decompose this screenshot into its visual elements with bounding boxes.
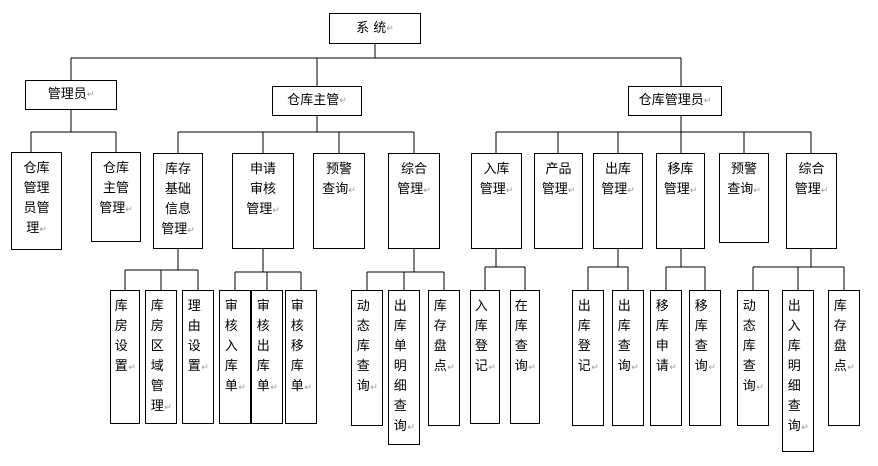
- node-audit-move: 审核移库单↵: [285, 290, 317, 424]
- node-audit-out: 审核出库单↵: [251, 290, 283, 424]
- node-stock-info-mgmt: 库存 基础 信息 管理↵: [153, 153, 203, 249]
- node-root: 系 统↵: [329, 13, 421, 44]
- node-out-register: 出库登记↵: [572, 290, 604, 426]
- node-sup-general-mgmt: 综合 管理↵: [388, 153, 440, 249]
- node-out-query: 出库查询↵: [612, 290, 644, 426]
- node-move-query: 移库查询↵: [689, 290, 721, 426]
- node-move-mgmt: 移库 管理↵: [656, 153, 705, 249]
- node-admin: 管理员↵: [25, 80, 117, 110]
- node-audit-in: 审核入库单↵: [219, 290, 251, 424]
- node-in-stock-query: 在库查询↵: [510, 290, 540, 424]
- node-kp-general-mgmt: 综合 管理↵: [786, 153, 837, 249]
- node-apply-audit-mgmt: 申请 审核 管理↵: [232, 153, 294, 249]
- node-kp-dynamic-query: 动态库查询↵: [737, 290, 769, 426]
- node-in-mgmt: 入库 管理↵: [471, 153, 522, 249]
- node-sup-alert-query: 预警 查询↵: [313, 153, 365, 249]
- node-kp-inout-detail-query: 出入库明细查询↵: [782, 290, 814, 452]
- node-out-mgmt: 出库 管理↵: [593, 153, 643, 249]
- node-keeper-admin-mgmt: 仓库 管理 员管 理↵: [11, 152, 62, 250]
- node-sup-out-detail-query: 出库单明细查询↵: [388, 290, 420, 445]
- node-move-apply: 移库申请↵: [650, 290, 682, 426]
- node-warehouse-keeper: 仓库管理员↵: [628, 86, 722, 116]
- node-zone-mgmt: 库房区域管理↵: [145, 290, 177, 424]
- node-kp-alert-query: 预警 查询↵: [719, 153, 769, 243]
- node-room-setting: 库房设置↵: [110, 290, 140, 424]
- node-kp-stock-check: 库存盘点↵: [828, 290, 860, 426]
- node-sup-stock-check: 库存盘点↵: [428, 290, 460, 426]
- node-in-register: 入库登记↵: [470, 290, 500, 424]
- node-sup-dynamic-query: 动态库查询↵: [351, 290, 383, 426]
- node-reason-setting: 理由设置↵: [182, 290, 214, 424]
- node-supervisor-admin-mgmt: 仓库 主管 管理↵: [91, 152, 141, 242]
- node-supervisor: 仓库主管↵: [272, 86, 362, 116]
- node-product-mgmt: 产品 管理↵: [534, 153, 583, 249]
